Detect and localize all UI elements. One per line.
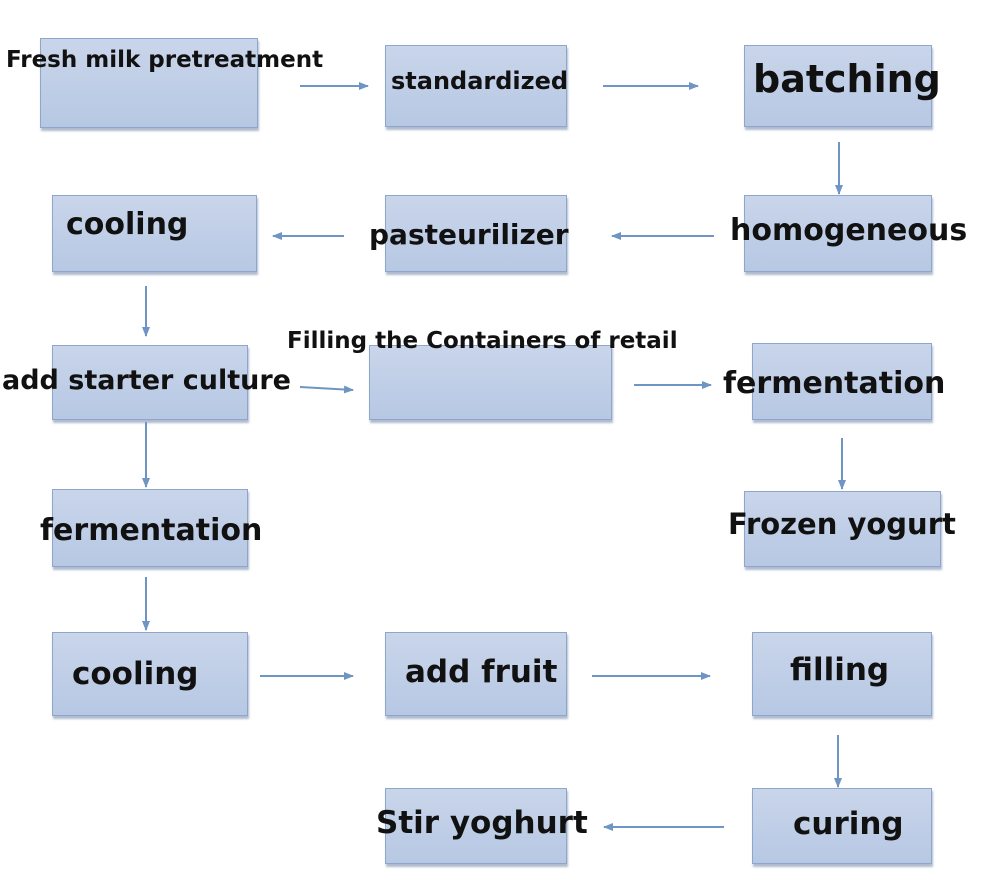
label-filling-containers: Filling the Containers of retail xyxy=(287,328,678,354)
box-filling xyxy=(752,632,932,716)
label-fermentation-left: fermentation xyxy=(40,513,263,548)
label-frozen-yogurt: Frozen yogurt xyxy=(728,507,956,541)
label-fresh-milk: Fresh milk pretreatment xyxy=(6,47,324,73)
label-add-starter: add starter culture xyxy=(2,365,291,396)
box-pasteurilizer xyxy=(385,195,567,272)
label-batching: batching xyxy=(753,57,941,101)
box-cooling-1 xyxy=(52,195,257,272)
label-cooling-1: cooling xyxy=(66,207,189,242)
box-filling-containers xyxy=(369,345,612,420)
box-fresh-milk xyxy=(40,38,258,128)
label-homogeneous: homogeneous xyxy=(730,213,968,248)
box-curing xyxy=(752,788,932,864)
box-add-starter xyxy=(52,345,248,420)
box-stir-yoghurt xyxy=(385,788,567,864)
label-fermentation-right: fermentation xyxy=(723,366,946,401)
label-standardized: standardized xyxy=(391,67,569,95)
box-homogeneous xyxy=(744,195,932,272)
box-fermentation-right xyxy=(752,343,932,420)
label-filling: filling xyxy=(790,652,890,688)
box-add-fruit xyxy=(385,632,567,716)
label-pasteurilizer: pasteurilizer xyxy=(369,218,569,251)
box-fermentation-left xyxy=(52,489,248,567)
arrow-starter-to-containers xyxy=(299,385,354,394)
label-add-fruit: add fruit xyxy=(405,654,558,690)
box-cooling-2 xyxy=(52,632,248,716)
box-standardized xyxy=(385,45,567,127)
box-batching xyxy=(744,45,932,127)
box-frozen-yogurt xyxy=(744,491,941,567)
label-stir-yoghurt: Stir yoghurt xyxy=(376,805,588,841)
label-cooling-2: cooling xyxy=(72,656,199,692)
label-curing: curing xyxy=(793,806,904,842)
